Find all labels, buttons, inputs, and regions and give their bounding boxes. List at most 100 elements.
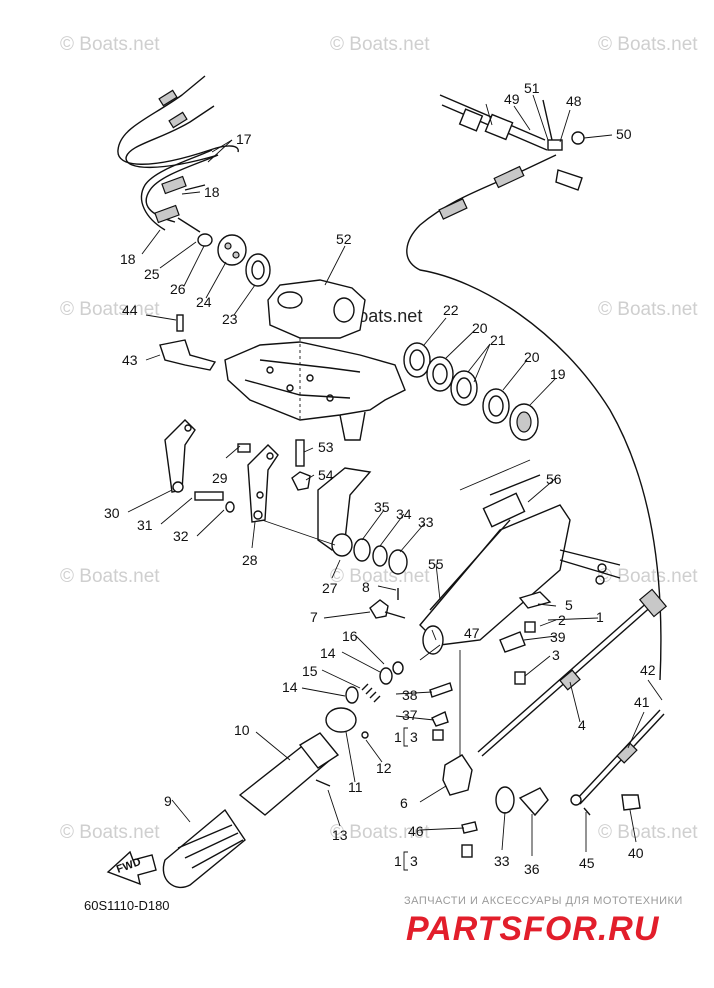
callout-35: 35 bbox=[374, 499, 390, 515]
callout-56: 56 bbox=[546, 471, 562, 487]
brand-name: PARTSFOR.RU bbox=[406, 910, 660, 948]
watermark: © Boats.net bbox=[598, 34, 698, 55]
link-plates bbox=[164, 419, 279, 523]
callout-7: 7 bbox=[310, 609, 318, 625]
watermark: © Boats.net bbox=[60, 822, 160, 843]
callout-18: 18 bbox=[120, 251, 136, 267]
callout-1: 1 bbox=[596, 609, 604, 625]
friction-knob bbox=[261, 467, 408, 575]
callout-30: 30 bbox=[104, 505, 120, 521]
callout-51: 51 bbox=[524, 80, 540, 96]
callout-29: 29 bbox=[212, 470, 228, 486]
steering-arm bbox=[419, 459, 621, 780]
watermark: © Boats.net bbox=[60, 299, 160, 320]
callout-numbers: 17 18 18 25 26 24 23 52 22 20 21 20 19 4… bbox=[104, 80, 656, 877]
callout-49: 49 bbox=[504, 91, 520, 107]
callout-25: 25 bbox=[144, 266, 160, 282]
callout-33: 33 bbox=[418, 514, 434, 530]
callout-54: 54 bbox=[318, 467, 334, 483]
group-brackets bbox=[403, 727, 408, 871]
leader-lines bbox=[127, 94, 663, 856]
callout-44: 44 bbox=[122, 302, 138, 318]
callout-34: 34 bbox=[396, 506, 412, 522]
callout-16: 16 bbox=[342, 628, 358, 644]
watermark: © Boats.net bbox=[330, 822, 430, 843]
callout-4: 4 bbox=[578, 717, 586, 733]
diagram-code: 60S1110-D180 bbox=[84, 898, 170, 913]
callout-2: 2 bbox=[558, 612, 566, 628]
callout-6: 6 bbox=[400, 795, 408, 811]
callout-43: 43 bbox=[122, 352, 138, 368]
callout-24: 24 bbox=[196, 294, 212, 310]
callout-13: 13 bbox=[332, 827, 348, 843]
callout-39: 39 bbox=[550, 629, 566, 645]
callout-48: 48 bbox=[566, 93, 582, 109]
brand-tagline: ЗАПЧАСТИ И АКСЕССУАРЫ ДЛЯ МОТОТЕХНИКИ bbox=[404, 895, 683, 907]
callout-53: 53 bbox=[318, 439, 334, 455]
callout-8: 8 bbox=[362, 579, 370, 595]
callout-18: 18 bbox=[204, 184, 220, 200]
friction-washers bbox=[403, 342, 539, 441]
watermark: © Boats.net bbox=[330, 566, 430, 587]
watermark: © Boats.net bbox=[330, 34, 430, 55]
callout-17: 17 bbox=[236, 131, 252, 147]
callout-20: 20 bbox=[524, 349, 540, 365]
shift-cable bbox=[570, 709, 665, 806]
callout-41: 41 bbox=[634, 694, 650, 710]
callout-22: 22 bbox=[443, 302, 459, 318]
callout-36: 36 bbox=[524, 861, 540, 877]
fasteners-small bbox=[159, 314, 311, 491]
callout-21: 21 bbox=[490, 332, 506, 348]
callout-14: 14 bbox=[320, 645, 336, 661]
callout-3: 3 bbox=[552, 647, 560, 663]
callout-10: 10 bbox=[234, 722, 250, 738]
mount-plate bbox=[224, 341, 406, 441]
forward-arrow: FWD bbox=[106, 850, 157, 886]
callout-1: 1 bbox=[394, 853, 402, 869]
watermarks: © Boats.net © Boats.net © Boats.net © Bo… bbox=[60, 34, 698, 843]
brand-logo: ЗАПЧАСТИ И АКСЕССУАРЫ ДЛЯ МОТОТЕХНИКИ PA… bbox=[404, 895, 683, 948]
callout-52: 52 bbox=[336, 231, 352, 247]
watermark: © Boats.net bbox=[598, 566, 698, 587]
callout-32: 32 bbox=[173, 528, 189, 544]
callout-40: 40 bbox=[628, 845, 644, 861]
callout-31: 31 bbox=[137, 517, 153, 533]
watermark: © Boats.net bbox=[60, 566, 160, 587]
callout-3: 3 bbox=[410, 853, 418, 869]
callout-46: 46 bbox=[408, 823, 424, 839]
callout-42: 42 bbox=[640, 662, 656, 678]
watermark: © Boats.net bbox=[598, 299, 698, 320]
callout-15: 15 bbox=[302, 663, 318, 679]
callout-55: 55 bbox=[428, 556, 444, 572]
callout-26: 26 bbox=[170, 281, 186, 297]
callout-12: 12 bbox=[376, 760, 392, 776]
callout-45: 45 bbox=[579, 855, 595, 871]
callout-3: 3 bbox=[410, 729, 418, 745]
grommet-assembly bbox=[197, 233, 271, 287]
callout-23: 23 bbox=[222, 311, 238, 327]
callout-50: 50 bbox=[616, 126, 632, 142]
callout-38: 38 bbox=[402, 687, 418, 703]
callout-11: 11 bbox=[348, 779, 363, 795]
callout-20: 20 bbox=[472, 320, 488, 336]
callout-9: 9 bbox=[164, 793, 172, 809]
watermark: © Boats.net bbox=[598, 822, 698, 843]
callout-33: 33 bbox=[494, 853, 510, 869]
callout-14: 14 bbox=[282, 679, 298, 695]
callout-5: 5 bbox=[565, 597, 573, 613]
control-cable-loop bbox=[406, 154, 662, 681]
callout-19: 19 bbox=[550, 366, 566, 382]
lower-hardware bbox=[429, 591, 641, 858]
callout-28: 28 bbox=[242, 552, 258, 568]
remote-cables bbox=[117, 75, 239, 233]
callout-1: 1 bbox=[394, 729, 402, 745]
callout-47: 47 bbox=[464, 625, 480, 641]
callout-27: 27 bbox=[322, 580, 338, 596]
steering-bracket bbox=[267, 279, 366, 420]
throttle-cable bbox=[477, 588, 668, 757]
callout-37: 37 bbox=[402, 707, 418, 723]
spring-and-pins bbox=[345, 588, 406, 704]
watermark: © Boats.net bbox=[60, 34, 160, 55]
twist-grip bbox=[162, 707, 369, 888]
